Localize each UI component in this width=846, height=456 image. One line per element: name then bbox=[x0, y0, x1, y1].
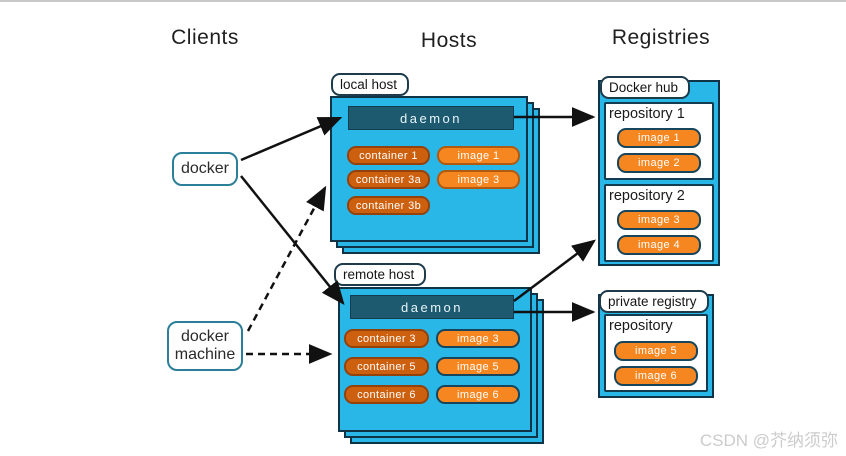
hub-image-3: image 3 bbox=[617, 210, 701, 230]
local-container-3b: container 3b bbox=[347, 196, 430, 215]
hub-image-4: image 4 bbox=[617, 235, 701, 255]
local-host-daemon: daemon bbox=[348, 106, 514, 130]
remote-container-5: container 5 bbox=[344, 357, 429, 376]
heading-clients: Clients bbox=[171, 26, 239, 49]
local-image-3: image 3 bbox=[437, 170, 520, 189]
hub-image-1: image 1 bbox=[617, 128, 701, 148]
remote-container-6: container 6 bbox=[344, 385, 429, 404]
client-docker-box: docker bbox=[172, 152, 238, 186]
local-image-1: image 1 bbox=[437, 146, 520, 165]
repository-1-label: repository 1 bbox=[609, 106, 685, 122]
top-edge-line bbox=[0, 0, 846, 2]
remote-host-tag: remote host bbox=[334, 263, 427, 286]
docker-hub-tag: Docker hub bbox=[600, 76, 691, 99]
heading-registries: Registries bbox=[611, 26, 711, 49]
client-docker-machine-box: docker machine bbox=[167, 321, 243, 371]
remote-host-daemon: daemon bbox=[350, 295, 514, 319]
private-image-5: image 5 bbox=[614, 341, 698, 361]
arrow-docker-to-local-daemon bbox=[240, 116, 343, 162]
csdn-watermark: CSDN @芥纳须弥 bbox=[699, 431, 838, 450]
repository-2-label: repository 2 bbox=[609, 188, 685, 204]
remote-image-6: image 6 bbox=[436, 385, 520, 404]
private-registry-tag: private registry bbox=[599, 290, 709, 313]
remote-container-3: container 3 bbox=[344, 329, 429, 348]
local-container-3a: container 3a bbox=[347, 170, 430, 189]
private-image-6: image 6 bbox=[614, 366, 698, 386]
arrow-docker-to-remote-daemon bbox=[240, 175, 345, 305]
remote-image-5: image 5 bbox=[436, 357, 520, 376]
heading-hosts: Hosts bbox=[420, 29, 478, 52]
arrow-docker-machine-to-local-host-dashed bbox=[246, 185, 327, 332]
remote-image-3: image 3 bbox=[436, 329, 520, 348]
hub-image-2: image 2 bbox=[617, 153, 701, 173]
local-container-1: container 1 bbox=[347, 146, 430, 165]
local-host-tag: local host bbox=[331, 73, 410, 96]
private-repository-label: repository bbox=[609, 318, 673, 334]
